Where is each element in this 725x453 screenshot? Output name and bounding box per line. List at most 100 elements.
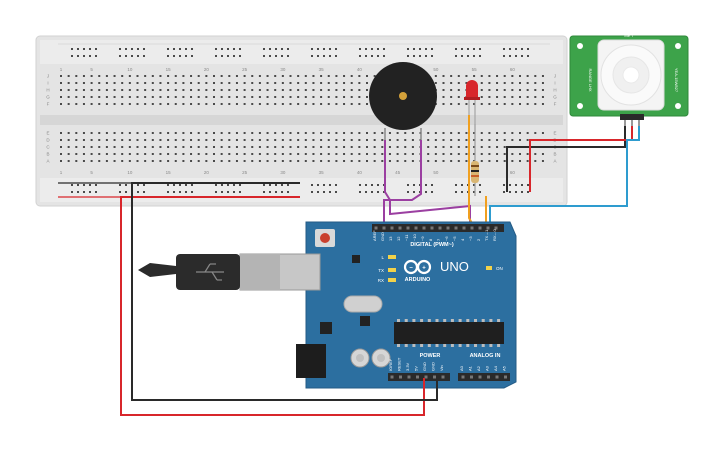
breadboard-hole[interactable] <box>60 75 62 77</box>
breadboard-hole[interactable] <box>174 139 177 141</box>
breadboard-hole[interactable] <box>266 96 269 98</box>
power-rail-hole[interactable] <box>521 191 523 193</box>
power-rail-hole[interactable] <box>503 191 505 193</box>
power-rail-hole[interactable] <box>413 48 415 50</box>
breadboard-hole[interactable] <box>343 82 346 84</box>
breadboard-hole[interactable] <box>205 132 208 134</box>
breadboard-hole[interactable] <box>297 75 300 77</box>
power-rail-hole[interactable] <box>191 48 193 50</box>
breadboard-hole[interactable] <box>396 132 399 134</box>
breadboard-hole[interactable] <box>128 103 131 105</box>
breadboard-hole[interactable] <box>511 96 514 98</box>
breadboard-hole[interactable] <box>182 153 185 155</box>
breadboard-hole[interactable] <box>488 96 491 98</box>
power-rail-hole[interactable] <box>359 55 361 57</box>
breadboard-hole[interactable] <box>388 153 391 155</box>
breadboard-hole[interactable] <box>327 82 330 84</box>
breadboard-hole[interactable] <box>373 75 376 77</box>
power-rail-hole[interactable] <box>95 48 97 50</box>
breadboard-hole[interactable] <box>297 82 300 84</box>
breadboard-hole[interactable] <box>496 89 499 91</box>
breadboard-hole[interactable] <box>373 132 376 134</box>
breadboard-hole[interactable] <box>511 75 514 77</box>
header-pin[interactable] <box>374 226 378 230</box>
breadboard-hole[interactable] <box>404 160 407 162</box>
breadboard-hole[interactable] <box>434 153 437 155</box>
power-rail-hole[interactable] <box>287 55 289 57</box>
breadboard-hole[interactable] <box>190 75 193 77</box>
breadboard-hole[interactable] <box>213 96 215 98</box>
breadboard-hole[interactable] <box>182 160 185 162</box>
header-pin[interactable] <box>446 226 450 230</box>
breadboard-hole[interactable] <box>60 160 62 162</box>
power-rail-hole[interactable] <box>371 191 373 193</box>
breadboard-hole[interactable] <box>75 139 78 141</box>
breadboard-hole[interactable] <box>228 139 231 141</box>
breadboard-hole[interactable] <box>128 82 131 84</box>
breadboard-hole[interactable] <box>113 132 116 134</box>
breadboard-hole[interactable] <box>281 96 284 98</box>
breadboard-hole[interactable] <box>67 96 70 98</box>
breadboard-hole[interactable] <box>174 103 177 105</box>
breadboard-hole[interactable] <box>327 89 330 91</box>
power-rail-hole[interactable] <box>359 184 361 186</box>
breadboard-hole[interactable] <box>496 82 499 84</box>
power-rail-hole[interactable] <box>335 55 337 57</box>
power-rail-hole[interactable] <box>215 184 217 186</box>
power-rail-hole[interactable] <box>275 48 277 50</box>
power-rail-hole[interactable] <box>311 184 313 186</box>
breadboard-hole[interactable] <box>381 139 384 141</box>
power-rail-hole[interactable] <box>425 191 427 193</box>
breadboard-hole[interactable] <box>526 75 529 77</box>
breadboard-hole[interactable] <box>105 103 108 105</box>
breadboard-hole[interactable] <box>488 103 491 105</box>
breadboard-hole[interactable] <box>465 160 468 162</box>
power-rail-hole[interactable] <box>125 191 127 193</box>
power-rail-hole[interactable] <box>311 48 313 50</box>
breadboard-hole[interactable] <box>465 139 468 141</box>
breadboard-hole[interactable] <box>404 153 407 155</box>
breadboard-hole[interactable] <box>335 96 338 98</box>
breadboard-hole[interactable] <box>167 146 170 148</box>
breadboard-hole[interactable] <box>297 132 300 134</box>
breadboard-hole[interactable] <box>457 146 460 148</box>
power-rail-hole[interactable] <box>359 191 361 193</box>
breadboard-hole[interactable] <box>381 153 384 155</box>
breadboard-hole[interactable] <box>151 75 154 77</box>
breadboard-hole[interactable] <box>373 146 376 148</box>
breadboard-hole[interactable] <box>519 103 521 105</box>
breadboard-hole[interactable] <box>251 146 254 148</box>
power-rail-hole[interactable] <box>137 55 139 57</box>
breadboard-hole[interactable] <box>243 82 246 84</box>
power-rail-hole[interactable] <box>515 184 517 186</box>
power-rail-hole[interactable] <box>473 184 475 186</box>
breadboard-hole[interactable] <box>205 153 208 155</box>
header-pin[interactable] <box>470 226 474 230</box>
breadboard-hole[interactable] <box>205 82 208 84</box>
breadboard-hole[interactable] <box>465 132 468 134</box>
breadboard-hole[interactable] <box>258 75 261 77</box>
breadboard-hole[interactable] <box>197 139 200 141</box>
power-rail-hole[interactable] <box>473 191 475 193</box>
breadboard-hole[interactable] <box>121 146 124 148</box>
breadboard-hole[interactable] <box>289 139 292 141</box>
breadboard-hole[interactable] <box>75 153 78 155</box>
breadboard-hole[interactable] <box>213 139 215 141</box>
breadboard-hole[interactable] <box>434 132 437 134</box>
breadboard-hole[interactable] <box>274 146 277 148</box>
breadboard-hole[interactable] <box>159 146 162 148</box>
breadboard-hole[interactable] <box>534 160 537 162</box>
breadboard-hole[interactable] <box>434 139 437 141</box>
breadboard-hole[interactable] <box>60 153 62 155</box>
breadboard-hole[interactable] <box>266 82 269 84</box>
power-rail-hole[interactable] <box>263 191 265 193</box>
breadboard-hole[interactable] <box>526 160 529 162</box>
breadboard-hole[interactable] <box>350 82 353 84</box>
power-rail-hole[interactable] <box>227 191 229 193</box>
power-rail-hole[interactable] <box>407 55 409 57</box>
breadboard-hole[interactable] <box>151 103 154 105</box>
breadboard-hole[interactable] <box>450 160 453 162</box>
power-rail-hole[interactable] <box>233 48 235 50</box>
breadboard-hole[interactable] <box>266 146 269 148</box>
power-rail-hole[interactable] <box>119 55 121 57</box>
